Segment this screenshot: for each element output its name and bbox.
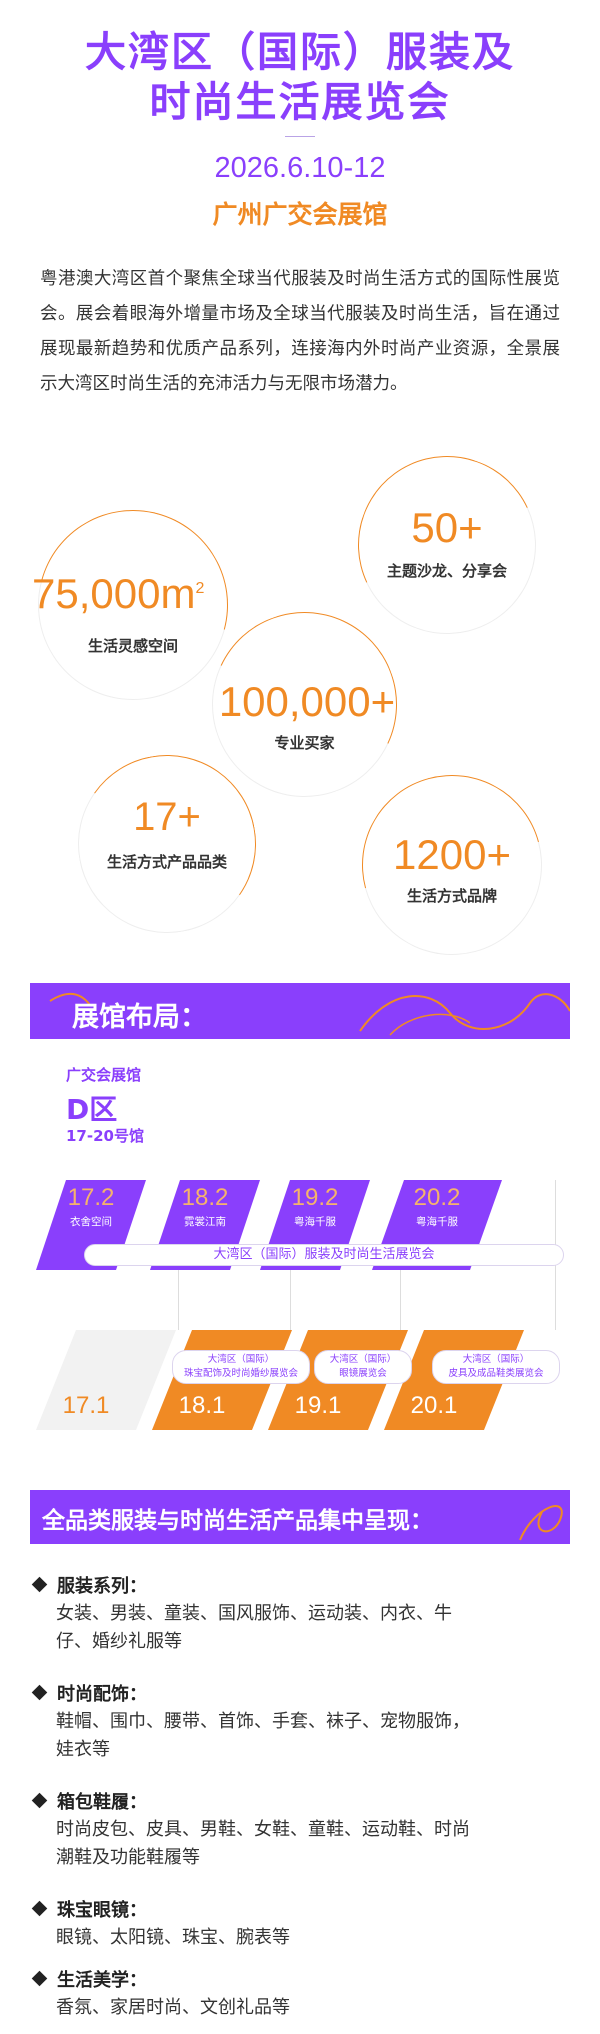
category-items: 女装、男装、童装、国风服饰、运动装、内衣、牛仔、婚纱礼服等 <box>56 1603 452 1652</box>
page-title-line1: 大湾区（国际）服装及 <box>85 28 515 76</box>
stat-categories-label: 生活方式产品品类 <box>106 853 227 871</box>
diamond-bullet-icon <box>31 1900 48 1917</box>
hall-19-1-expo-label: 大湾区（国际） 眼镜展览会 <box>314 1350 412 1384</box>
category-items: 时尚皮包、皮具、男鞋、女鞋、童鞋、运动鞋、时尚潮鞋及功能鞋履等 <box>56 1819 470 1868</box>
hall-17-1[interactable]: 17.1 <box>36 1330 176 1430</box>
expo-label-bottom: 皮具及成品鞋类展览会 <box>448 1368 544 1379</box>
stat-buyers-label: 专业买家 <box>274 734 335 752</box>
stat-salons: 50+ 主题沙龙、分享会 <box>332 430 562 660</box>
category-title: 服装系列： <box>57 1576 147 1597</box>
layout-section-banner: 展馆布局： <box>30 983 570 1039</box>
diamond-bullet-icon <box>31 1684 48 1701</box>
category-apparel: 服装系列： 女装、男装、童装、国风服饰、运动装、内衣、牛仔、婚纱礼服等 <box>31 1572 574 1656</box>
hall-20-1-expo-label: 大湾区（国际） 皮具及成品鞋类展览会 <box>432 1350 560 1384</box>
expo-label-bottom: 珠宝配饰及时尚婚纱展览会 <box>183 1368 298 1379</box>
stat-categories-value: 17+ <box>133 795 201 839</box>
hall-number: 19.1 <box>294 1392 342 1419</box>
hall-number: 20.1 <box>410 1392 458 1419</box>
title-divider <box>285 136 315 137</box>
hall-number: 18.2 <box>181 1184 229 1211</box>
event-date: 2026.6.10-12 <box>214 152 386 184</box>
stat-brands: 1200+ 生活方式品牌 <box>329 742 575 988</box>
hall-connector-line <box>290 1270 291 1330</box>
expo-label-top: 大湾区（国际） <box>329 1354 397 1365</box>
hall-subtitle: 衣舍空间 <box>70 1216 112 1228</box>
hall-shape <box>36 1330 176 1430</box>
hall-number: 19.2 <box>291 1184 339 1211</box>
hall-connector-line <box>400 1270 401 1330</box>
diamond-bullet-icon <box>31 1576 48 1593</box>
stat-buyers: 100,000+ 专业买家 <box>185 585 424 824</box>
event-venue: 广州广交会展馆 <box>212 200 388 229</box>
stat-categories: 17+ 生活方式产品品类 <box>63 740 271 948</box>
stat-area-value: 75,000m2 <box>32 570 205 617</box>
stat-buyers-value: 100,000+ <box>218 678 396 725</box>
stat-salons-label: 主题沙龙、分享会 <box>386 562 507 580</box>
hall-number: 20.2 <box>413 1184 461 1211</box>
category-lifestyle: 生活美学： 香氛、家居时尚、文创礼品等 <box>31 1966 574 2022</box>
hall-subtitle: 粤海千服 <box>294 1216 336 1228</box>
hall-subtitle: 霓裳江南 <box>184 1216 226 1228</box>
stat-area: 75,000m2 生活灵感空间 <box>3 475 263 735</box>
expo-label-bottom: 眼镜展览会 <box>339 1368 387 1379</box>
hall-number: 17.1 <box>62 1392 110 1419</box>
hall-zone-label: D区 <box>66 1093 118 1126</box>
hall-18-1-expo-label: 大湾区（国际） 珠宝配饰及时尚婚纱展览会 <box>172 1350 310 1384</box>
hall-number: 18.1 <box>178 1392 226 1419</box>
category-items: 鞋帽、围巾、腰带、首饰、手套、袜子、宠物服饰，娃衣等 <box>56 1711 470 1760</box>
diamond-bullet-icon <box>31 1970 48 1987</box>
hall-range-label: 17-20号馆 <box>66 1127 144 1145</box>
stat-salons-value: 50+ <box>411 504 483 551</box>
stat-area-label: 生活灵感空间 <box>87 637 178 655</box>
category-jewelry-eyewear: 珠宝眼镜： 眼镜、太阳镜、珠宝、腕表等 <box>31 1896 574 1952</box>
stat-brands-value: 1200+ <box>393 831 511 878</box>
products-banner-title: 全品类服装与时尚生活产品集中呈现： <box>42 1508 433 1534</box>
category-title: 珠宝眼镜： <box>57 1900 147 1921</box>
category-title: 生活美学： <box>57 1970 147 1991</box>
category-title: 箱包鞋履： <box>57 1792 147 1813</box>
stat-brands-label: 生活方式品牌 <box>406 887 497 905</box>
upper-halls-expo-label: 大湾区（国际）服装及时尚生活展览会 <box>84 1244 564 1266</box>
expo-label-top: 大湾区（国际） <box>207 1354 275 1365</box>
page-title-line2: 时尚生活展览会 <box>149 78 451 126</box>
hall-complex-label: 广交会展馆 <box>66 1066 142 1084</box>
hall-number: 17.2 <box>67 1184 115 1211</box>
category-items: 眼镜、太阳镜、珠宝、腕表等 <box>56 1927 290 1948</box>
category-items: 香氛、家居时尚、文创礼品等 <box>56 1997 290 2018</box>
stat-ring <box>63 740 271 948</box>
category-bags-shoes: 箱包鞋履： 时尚皮包、皮具、男鞋、女鞋、童鞋、运动鞋、时尚潮鞋及功能鞋履等 <box>31 1788 574 1872</box>
expo-label-top: 大湾区（国际） <box>462 1354 530 1365</box>
banner-swirl-decoration <box>519 1505 563 1541</box>
layout-banner-title: 展馆布局： <box>72 1002 207 1033</box>
category-accessories: 时尚配饰： 鞋帽、围巾、腰带、首饰、手套、袜子、宠物服饰，娃衣等 <box>31 1680 574 1764</box>
intro-paragraph: 粤港澳大湾区首个聚焦全球当代服装及时尚生活方式的国际性展览会。展会着眼海外增量市… <box>40 269 560 394</box>
diamond-bullet-icon <box>31 1792 48 1809</box>
category-title: 时尚配饰： <box>57 1684 147 1705</box>
products-section-banner: 全品类服装与时尚生活产品集中呈现： <box>30 1490 570 1544</box>
hall-subtitle: 粤海千服 <box>416 1216 458 1228</box>
banner-swirl-decoration <box>49 993 570 1036</box>
hall-connector-line <box>178 1270 179 1330</box>
